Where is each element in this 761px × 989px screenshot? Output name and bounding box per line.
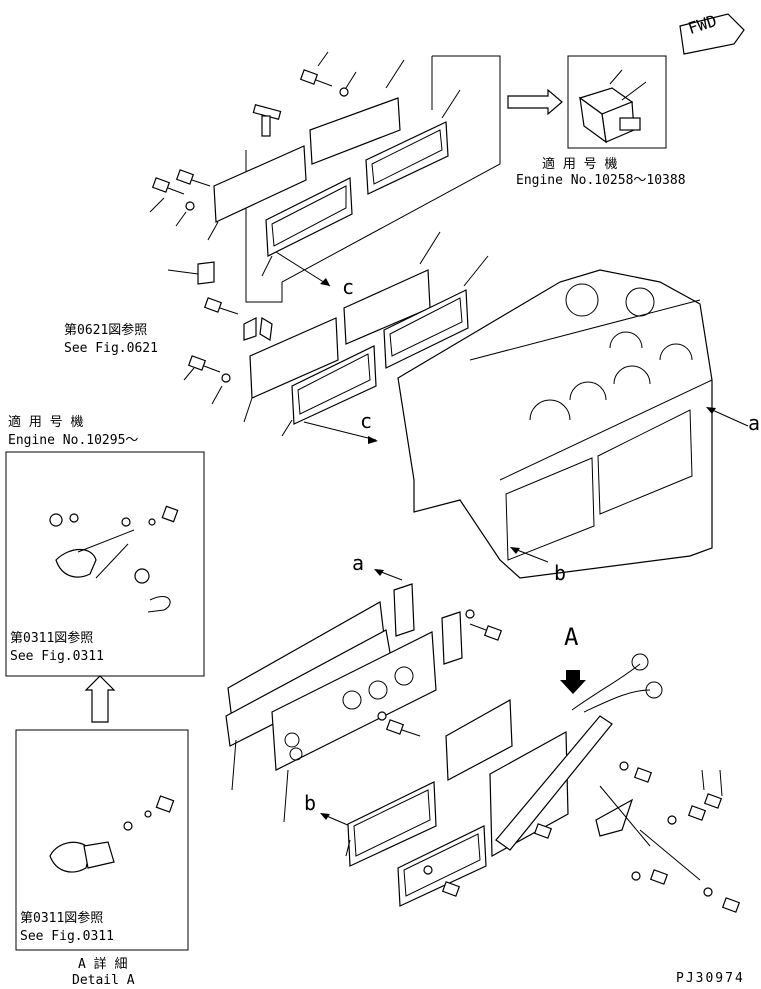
gasket (397, 825, 487, 907)
bolt-icon (385, 719, 421, 737)
ref-0311-a-jp: 第0311図参照 (10, 631, 94, 646)
ref-0311-b-en: See Fig.0311 (20, 929, 114, 944)
bolt-icon (161, 505, 179, 523)
gasket (383, 289, 469, 369)
bolt-icon (151, 177, 185, 195)
bolt-icon (533, 823, 553, 839)
callout-c-upper: c (342, 275, 355, 299)
bolt-icon (187, 355, 221, 373)
bolt-icon (155, 795, 175, 813)
ref-0621-en: See Fig.0621 (64, 341, 158, 356)
callout-c-lower: c (360, 409, 373, 433)
cover-plate (249, 317, 339, 399)
bracket (595, 798, 634, 837)
gasket (365, 121, 449, 195)
cover-plate (309, 97, 401, 165)
bolt-icon (649, 869, 669, 885)
bolt-icon (633, 767, 653, 783)
gasket (347, 781, 437, 867)
detail-box-a (15, 729, 189, 951)
detail-caption-en: Detail A (72, 973, 135, 988)
detail-box-left (5, 451, 205, 677)
ref-0311-a-en: See Fig.0311 (10, 649, 104, 664)
drawing-number: PJ30974 (676, 971, 745, 986)
bolt-icon (469, 623, 503, 641)
fwd-arrow-icon (679, 13, 745, 55)
ref-0621-jp: 第0621図参照 (64, 323, 148, 338)
top-detail-box (567, 55, 667, 149)
clip-icon (243, 317, 273, 341)
detail-a-arrow-icon (560, 670, 586, 694)
ref-0311-b-jp: 第0311図参照 (20, 911, 104, 926)
applicability-left-en: Engine No.10295〜 (8, 433, 139, 448)
callout-a-right: a (748, 411, 761, 435)
bolt-icon (441, 881, 461, 897)
applicability-top-jp: 適 用 号 機 (542, 157, 618, 172)
callout-b-right: b (554, 561, 567, 585)
bolt-icon (687, 805, 707, 821)
elbow-fitting (55, 548, 97, 578)
bolt-icon (175, 169, 211, 187)
cover-plate (213, 145, 307, 223)
bolt-icon (721, 897, 741, 913)
washer-icon (339, 87, 349, 97)
bolt-icon (703, 793, 723, 809)
engine-block (397, 269, 713, 579)
detail-caption-jp: A 詳 細 (78, 957, 128, 972)
bolt-icon (203, 297, 239, 315)
breather-pipe (495, 715, 613, 851)
bolt-icon (299, 69, 333, 87)
gasket (445, 698, 513, 781)
callout-detail-a: A (564, 623, 579, 651)
t-fitting-icon (252, 104, 282, 137)
callout-b-lower: b (304, 791, 317, 815)
gasket (271, 631, 437, 771)
gasket (265, 177, 353, 257)
applicability-top-en: Engine No.10258〜10388 (516, 173, 686, 188)
applicability-left-jp: 適 用 号 機 (8, 415, 84, 430)
callout-a-lower: a (352, 551, 365, 575)
gasket (291, 345, 377, 425)
